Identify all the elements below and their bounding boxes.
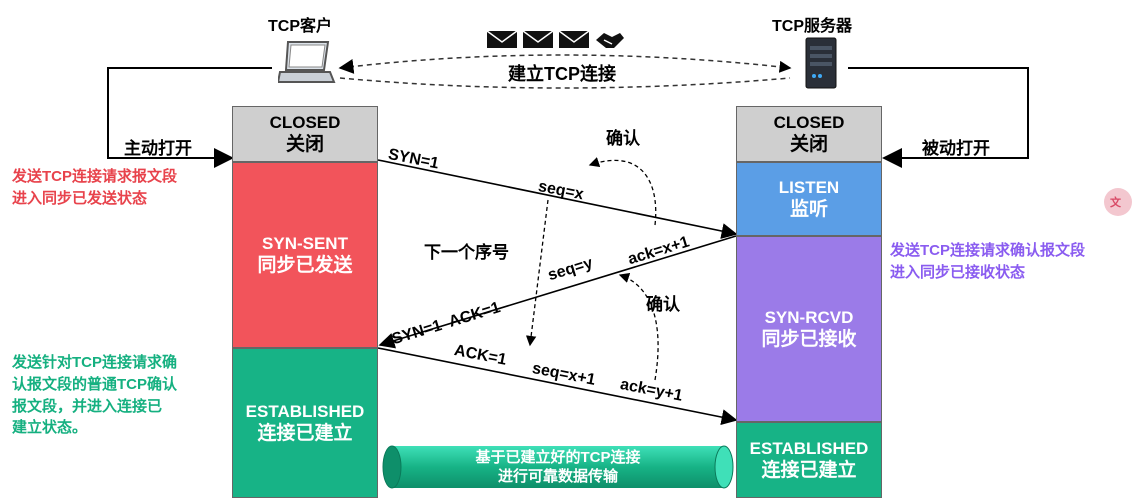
client-state-closed: CLOSED 关闭 — [232, 106, 378, 162]
server-icon — [800, 36, 842, 90]
client-title: TCP客户 — [268, 18, 333, 35]
confirm1-label: 确认 — [606, 129, 640, 148]
translate-icon[interactable]: 文 — [1104, 188, 1132, 216]
server-state-syn-rcvd: SYN-RCVD 同步已接收 — [736, 236, 882, 422]
next-seq-dashed — [525, 199, 549, 347]
client-syn-note: 发送TCP连接请求报文段 进入同步已发送状态 — [12, 168, 178, 207]
syn-arrow — [377, 159, 738, 239]
server-state-established: ESTABLISHED 连接已建立 — [736, 422, 882, 498]
svg-text:文: 文 — [1110, 195, 1122, 209]
server-state-listen: LISTEN 监听 — [736, 162, 882, 236]
envelope-icon — [486, 30, 518, 48]
server-note: 发送TCP连接请求确认报文段 进入同步已接收状态 — [890, 242, 1086, 281]
confirm2-curve — [618, 272, 659, 381]
passive-open-label: 被动打开 — [922, 139, 990, 158]
handshake-icon — [596, 33, 624, 48]
next-seq-label: 下一个序号 — [424, 243, 509, 262]
connection-dashed-arrow — [338, 54, 792, 74]
active-open-line — [107, 67, 272, 168]
syn-ack-arrow — [378, 235, 737, 349]
server-state-closed: CLOSED 关闭 — [736, 106, 882, 162]
active-open-label: 主动打开 — [124, 139, 192, 158]
connection-label: 建立TCP连接 — [508, 64, 616, 84]
envelope-icon — [558, 30, 590, 48]
envelope-icon — [522, 30, 554, 48]
client-state-established: ESTABLISHED 连接已建立 — [232, 348, 378, 498]
passive-open-line — [848, 67, 1029, 168]
pipe-text: 基于已建立好的TCP连接 进行可靠数据传输 — [475, 449, 641, 485]
data-pipe — [382, 445, 734, 489]
confirm1-curve — [588, 157, 657, 226]
client-state-syn-sent: SYN-SENT 同步已发送 — [232, 162, 378, 348]
confirm2-label: 确认 — [646, 295, 680, 314]
server-title: TCP服务器 — [772, 18, 853, 35]
ack-arrow — [377, 347, 738, 426]
client-ack-note: 发送针对TCP连接请求确 认报文段的普通TCP确认 报文段，并进入连接已 建立状… — [12, 354, 178, 437]
laptop-icon — [276, 38, 336, 86]
messages-row — [486, 28, 626, 50]
